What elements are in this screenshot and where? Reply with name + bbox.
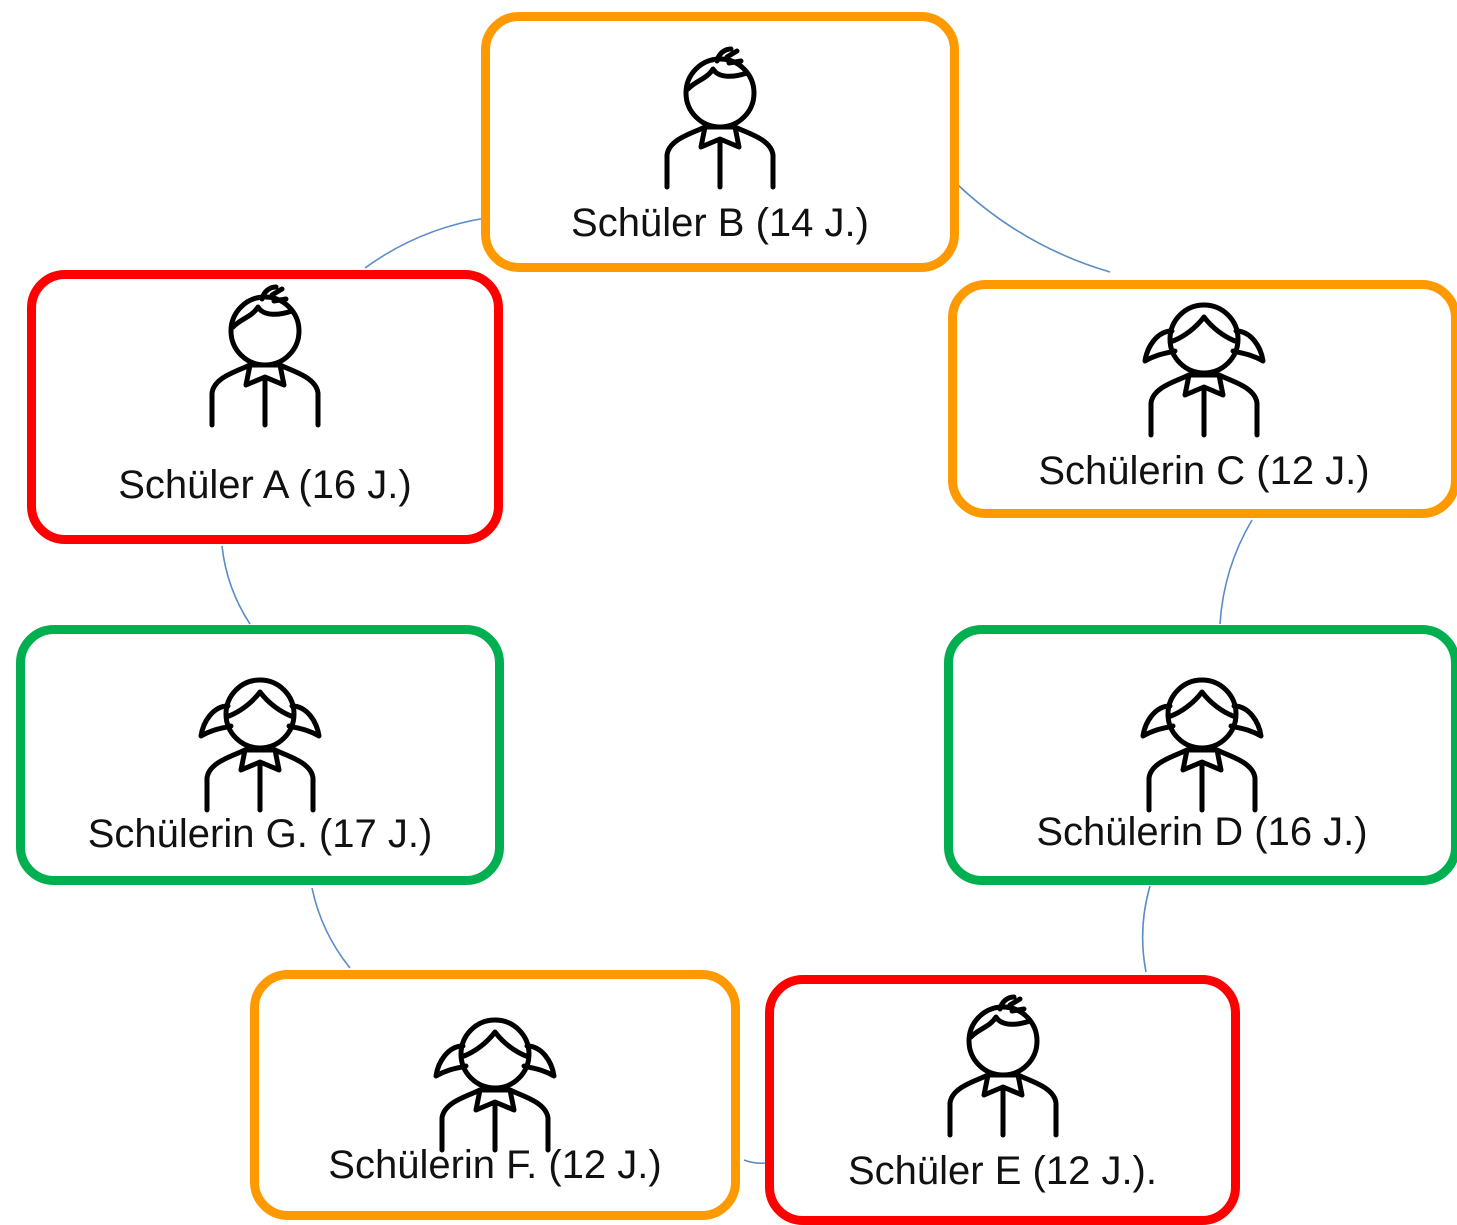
node-schuelerin-g: Schülerin G. (17 J.) xyxy=(16,625,504,885)
node-label: Schülerin D (16 J.) xyxy=(1036,810,1368,854)
boy-icon xyxy=(655,41,785,191)
node-label: Schülerin G. (17 J.) xyxy=(87,812,433,856)
node-schueler-e: Schüler E (12 J.). xyxy=(765,975,1240,1225)
connector-f-e xyxy=(743,1159,767,1165)
node-schueler-b: Schüler B (14 J.) xyxy=(481,12,959,272)
node-label: Schüler B (14 J.) xyxy=(571,201,869,245)
girl-icon xyxy=(1139,289,1269,439)
boy-icon xyxy=(200,279,330,429)
node-schuelerin-d: Schülerin D (16 J.) xyxy=(944,625,1457,885)
node-schuelerin-f: Schülerin F. (12 J.) xyxy=(250,970,740,1220)
node-label: Schülerin C (12 J.) xyxy=(1038,449,1370,493)
connector-b-a xyxy=(364,217,487,269)
connector-a-g xyxy=(221,545,251,625)
connector-b-c xyxy=(957,184,1111,273)
girl-icon xyxy=(1137,664,1267,814)
node-label: Schüler E (12 J.). xyxy=(847,1149,1157,1193)
node-schuelerin-c: Schülerin C (12 J.) xyxy=(948,280,1457,518)
girl-icon xyxy=(430,1004,560,1154)
boy-icon xyxy=(938,989,1068,1139)
connector-c-d xyxy=(1219,519,1253,625)
girl-icon xyxy=(195,664,325,814)
node-label: Schülerin F. (12 J.) xyxy=(328,1143,662,1187)
node-label: Schüler A (16 J.) xyxy=(118,463,412,507)
node-schueler-a: Schüler A (16 J.) xyxy=(27,270,503,544)
connector-d-e xyxy=(1141,885,1151,973)
connector-g-f xyxy=(311,887,351,969)
